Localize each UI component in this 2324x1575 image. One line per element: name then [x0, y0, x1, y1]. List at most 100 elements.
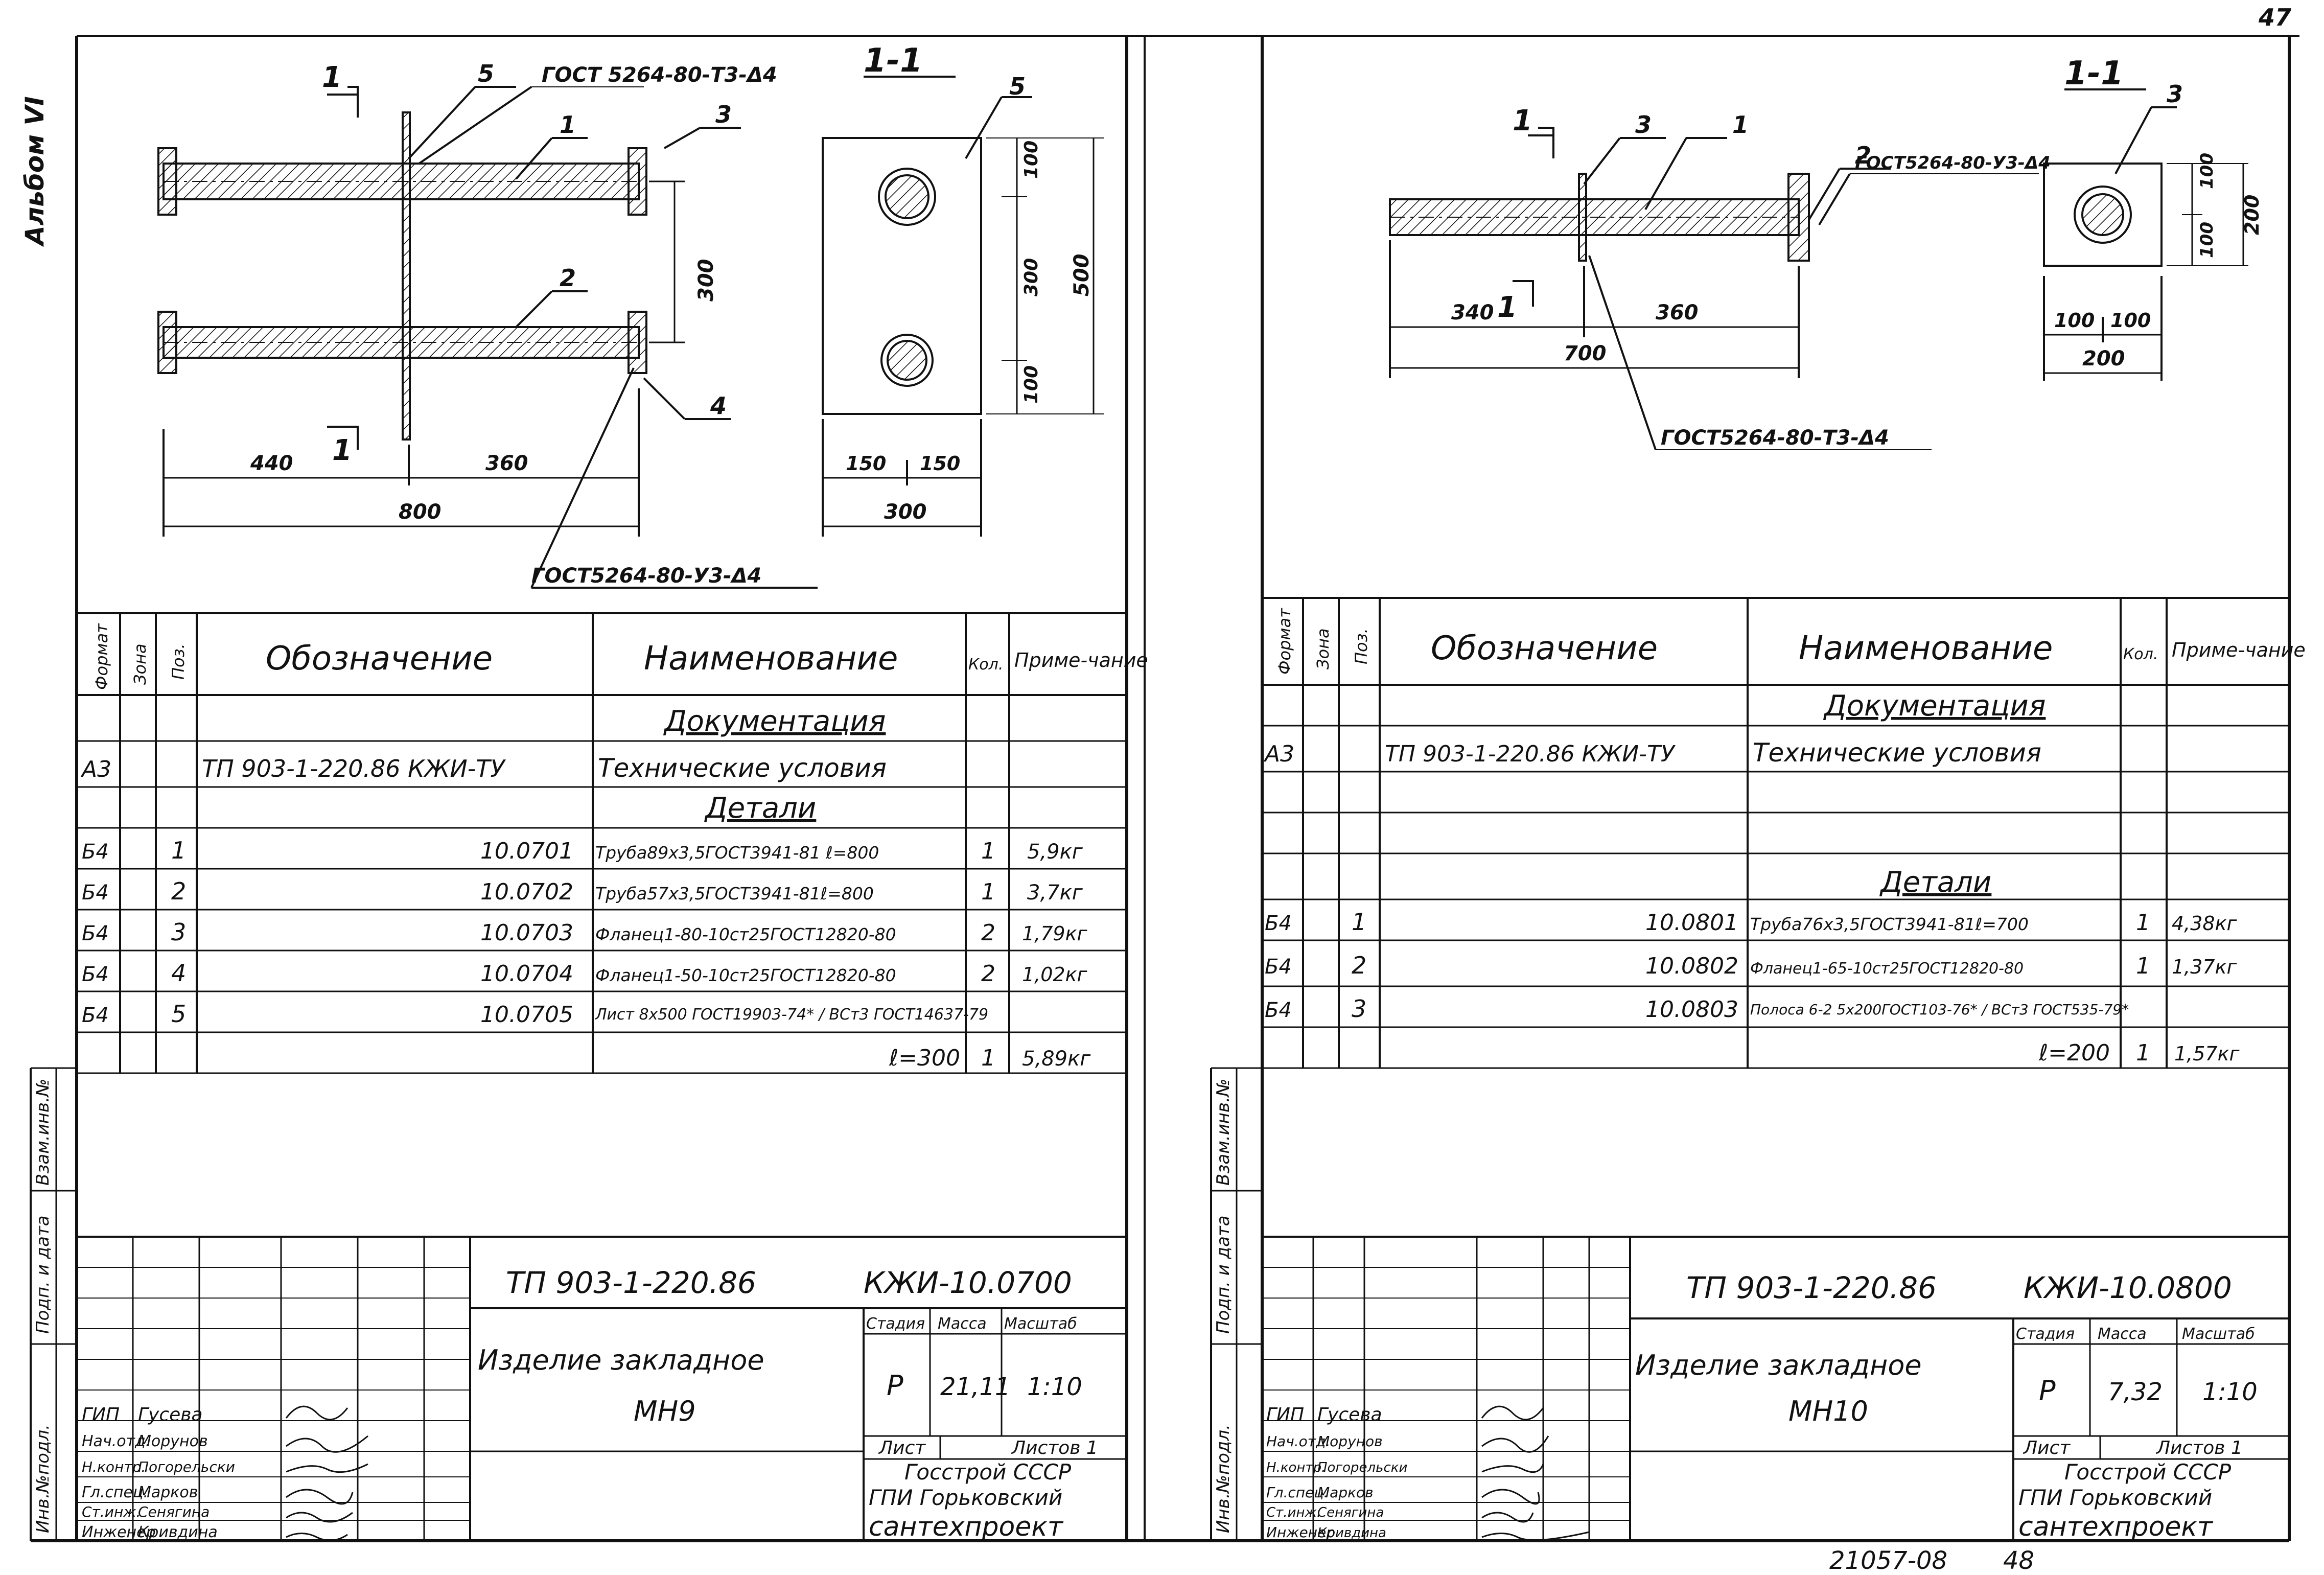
right-mass: 7,32: [2108, 1378, 2163, 1406]
right-mass-label: Масса: [2098, 1325, 2147, 1343]
dim-plate-500: 500: [1070, 254, 1094, 297]
right-row3-pos: 3: [1352, 995, 1366, 1023]
sidebar-label-inv-r: Инв.№подл.: [1213, 1424, 1234, 1533]
left-row3-name: Фланец1-80-10ст25ГОСТ12820-80: [595, 924, 896, 944]
right-org-1: Госстрой СССР: [2064, 1460, 2232, 1485]
left-staff-role-1: ГИП: [82, 1404, 120, 1425]
right-row2-pos: 2: [1352, 952, 1366, 979]
flange-upper-right: [628, 147, 647, 216]
left-callout-1: 1: [560, 111, 576, 138]
right-col-format: Формат: [1275, 608, 1294, 675]
left-weld-top: ГОСТ 5264-80-Т3-Δ4: [542, 63, 777, 87]
left-scale: 1:10: [1027, 1373, 1082, 1401]
left-spec-rows: Документация А3 ТП 903-1-220.86 КЖИ-ТУ Т…: [80, 705, 1091, 1071]
left-row2-format: Б4: [82, 881, 109, 905]
bottom-page: 48: [2003, 1546, 2034, 1575]
right-org-3: сантехпроект: [2018, 1512, 2214, 1542]
left-staff-role-4: Гл.спец.: [82, 1484, 148, 1501]
left-row5-pos: 5: [171, 1000, 186, 1028]
right-staff-name-4: Марков: [1317, 1484, 1374, 1501]
left-mass-label: Масса: [938, 1315, 987, 1333]
left-row1-name: Труба89х3,5ГОСТ3941-81 ℓ=800: [595, 843, 879, 863]
dim-300-vertical: 300: [694, 259, 718, 302]
page-number: 47: [2258, 4, 2291, 31]
left-section-mark-top: 1: [322, 61, 342, 94]
right-staff-role-2: Нач.отд.: [1266, 1433, 1330, 1450]
flange-lower-right: [628, 311, 647, 374]
left-doc-name: Технические условия: [598, 753, 887, 783]
right-spec-grid: [1262, 597, 2289, 1238]
sidebar-label-sign-r: Подп. и дата: [1213, 1215, 1234, 1334]
dim-plate-150b: 150: [920, 452, 960, 475]
left-row2-pos: 2: [171, 877, 186, 905]
right-stage-label: Стадия: [2016, 1325, 2075, 1343]
left-staff-name-5: Сенягина: [138, 1503, 210, 1520]
hole-strip: [2074, 186, 2132, 244]
left-row1-note: 5,9кг: [1027, 840, 1083, 864]
right-drawing: [1389, 88, 2248, 450]
right-org-2: ГПИ Горьковский: [2018, 1485, 2212, 1510]
right-item-mark: МН10: [1788, 1395, 1868, 1427]
right-staff-name-3: Погорельски: [1317, 1460, 1407, 1475]
right-row1-name: Труба76х3,5ГОСТ3941-81ℓ=700: [1750, 914, 2029, 934]
left-col-format: Формат: [92, 623, 111, 690]
left-row3-qty: 2: [981, 920, 995, 946]
strip-section-view: [2043, 163, 2163, 267]
right-row2-qty: 1: [2136, 953, 2150, 979]
right-col-designation: Обозначение: [1431, 630, 1658, 667]
dim-plate-300w: 300: [884, 500, 927, 524]
left-col-note: Приме-чание: [1014, 649, 1148, 671]
left-col-qty: Кол.: [968, 656, 1003, 674]
right-stage: Р: [2039, 1375, 2056, 1407]
dim-strip-100a: 100: [2197, 153, 2217, 189]
right-row1-format: Б4: [1265, 912, 1292, 935]
left-mass: 21,11: [940, 1373, 1010, 1401]
dim-strip-100b: 100: [2197, 222, 2217, 258]
left-staff-name-2: Морунов: [138, 1432, 208, 1450]
plate-8mm: [402, 111, 411, 441]
left-spec-grid: [77, 612, 1127, 1238]
left-section-mark-bottom: 1: [332, 434, 352, 467]
left-staff-name-6: Кривдина: [138, 1523, 218, 1541]
left-section-title: 1-1: [864, 42, 923, 80]
right-row1-designation: 10.0801: [1645, 910, 1738, 936]
left-sheet-label: Лист: [878, 1438, 926, 1458]
right-doc-format: А3: [1263, 741, 1294, 767]
left-drawing-code: КЖИ-10.0700: [864, 1265, 1072, 1300]
left-row1-pos: 1: [171, 837, 186, 864]
dim-strip-100c: 100: [2054, 309, 2095, 332]
left-drawing: [157, 76, 1104, 589]
left-item-mark: МН9: [634, 1395, 696, 1427]
plate-section-view: [822, 137, 982, 415]
dim-360-r: 360: [1656, 301, 1699, 325]
left-staff-role-2: Нач.отд.: [82, 1432, 150, 1450]
left-section-details: Детали: [704, 792, 816, 825]
right-row1-qty: 1: [2136, 910, 2150, 936]
right-project-number: ТП 903-1-220.86: [1686, 1270, 1937, 1305]
left-last-qty: 1: [981, 1045, 995, 1071]
dim-340: 340: [1451, 301, 1494, 325]
right-staff-name-1: Гусева: [1317, 1404, 1382, 1425]
flange-lower-left: [157, 311, 177, 374]
right-section-callout-3: 3: [2167, 80, 2183, 108]
right-col-name: Наименование: [1799, 630, 2053, 667]
left-col-designation: Обозначение: [266, 640, 493, 678]
dim-plate-150a: 150: [846, 452, 886, 475]
album-label: Альбом VI: [20, 96, 50, 247]
right-row3-format: Б4: [1265, 999, 1292, 1022]
right-row1-note: 4,38кг: [2172, 912, 2238, 935]
sidebar-label-replace: Взам.инв.№: [33, 1079, 53, 1186]
right-row3-designation: 10.0803: [1645, 997, 1738, 1023]
left-row3-note: 1,79кг: [1022, 922, 1088, 945]
right-callout-3: 3: [1635, 111, 1652, 138]
right-drawing-code: КЖИ-10.0800: [2024, 1270, 2232, 1305]
left-last-note: 5,89кг: [1022, 1047, 1091, 1071]
dim-strip-200: 200: [2241, 195, 2263, 235]
right-staff-role-1: ГИП: [1266, 1404, 1304, 1425]
left-scale-label: Масштаб: [1004, 1315, 1077, 1333]
right-doc-designation: ТП 903-1-220.86 КЖИ-ТУ: [1385, 741, 1676, 767]
dim-plate-100b: 100: [1021, 365, 1042, 404]
dim-440: 440: [250, 452, 293, 475]
strip-plate: [1578, 173, 1587, 262]
